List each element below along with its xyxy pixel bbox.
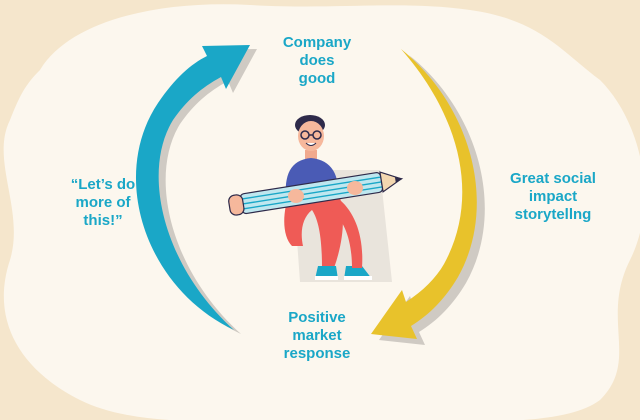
teal-arrow	[135, 45, 250, 330]
step-label-storytelling: Great social impact storytellng	[488, 170, 618, 224]
right-shoe	[344, 266, 372, 279]
step-label-market-response: Positive market response	[262, 309, 372, 363]
step-label-line: Positive	[288, 309, 346, 326]
step-label-line: more of	[75, 194, 131, 211]
step-label-line: good	[298, 70, 336, 87]
yellow-arrow	[371, 49, 477, 339]
pencil-icon	[228, 171, 404, 216]
step-label-do-more: “Let’s do more of this!”	[48, 176, 158, 230]
step-label-line: “Let’s do	[70, 176, 136, 193]
step-label-line: Great social	[510, 170, 596, 187]
step-label-line: impact	[528, 188, 578, 205]
left-shoe-sole	[315, 276, 338, 280]
step-label-line: does	[299, 52, 335, 69]
person-with-pencil-illustration	[228, 115, 404, 282]
left-hand	[288, 189, 304, 203]
step-label-company-does-good: Company does good	[262, 34, 372, 88]
right-hand	[347, 181, 363, 195]
smile	[305, 142, 317, 146]
step-label-line: market	[292, 327, 342, 344]
glasses-icon	[300, 130, 322, 140]
legs	[284, 192, 343, 268]
step-label-line: this!”	[83, 212, 123, 229]
step-label-line: Company	[282, 34, 352, 51]
head	[298, 121, 324, 151]
left-shoe	[315, 266, 338, 279]
right-shoe-sole	[344, 276, 372, 280]
neck	[305, 150, 317, 160]
step-label-line: response	[283, 345, 351, 362]
step-label-line: storytellng	[514, 206, 592, 223]
lower-leg	[330, 200, 363, 268]
